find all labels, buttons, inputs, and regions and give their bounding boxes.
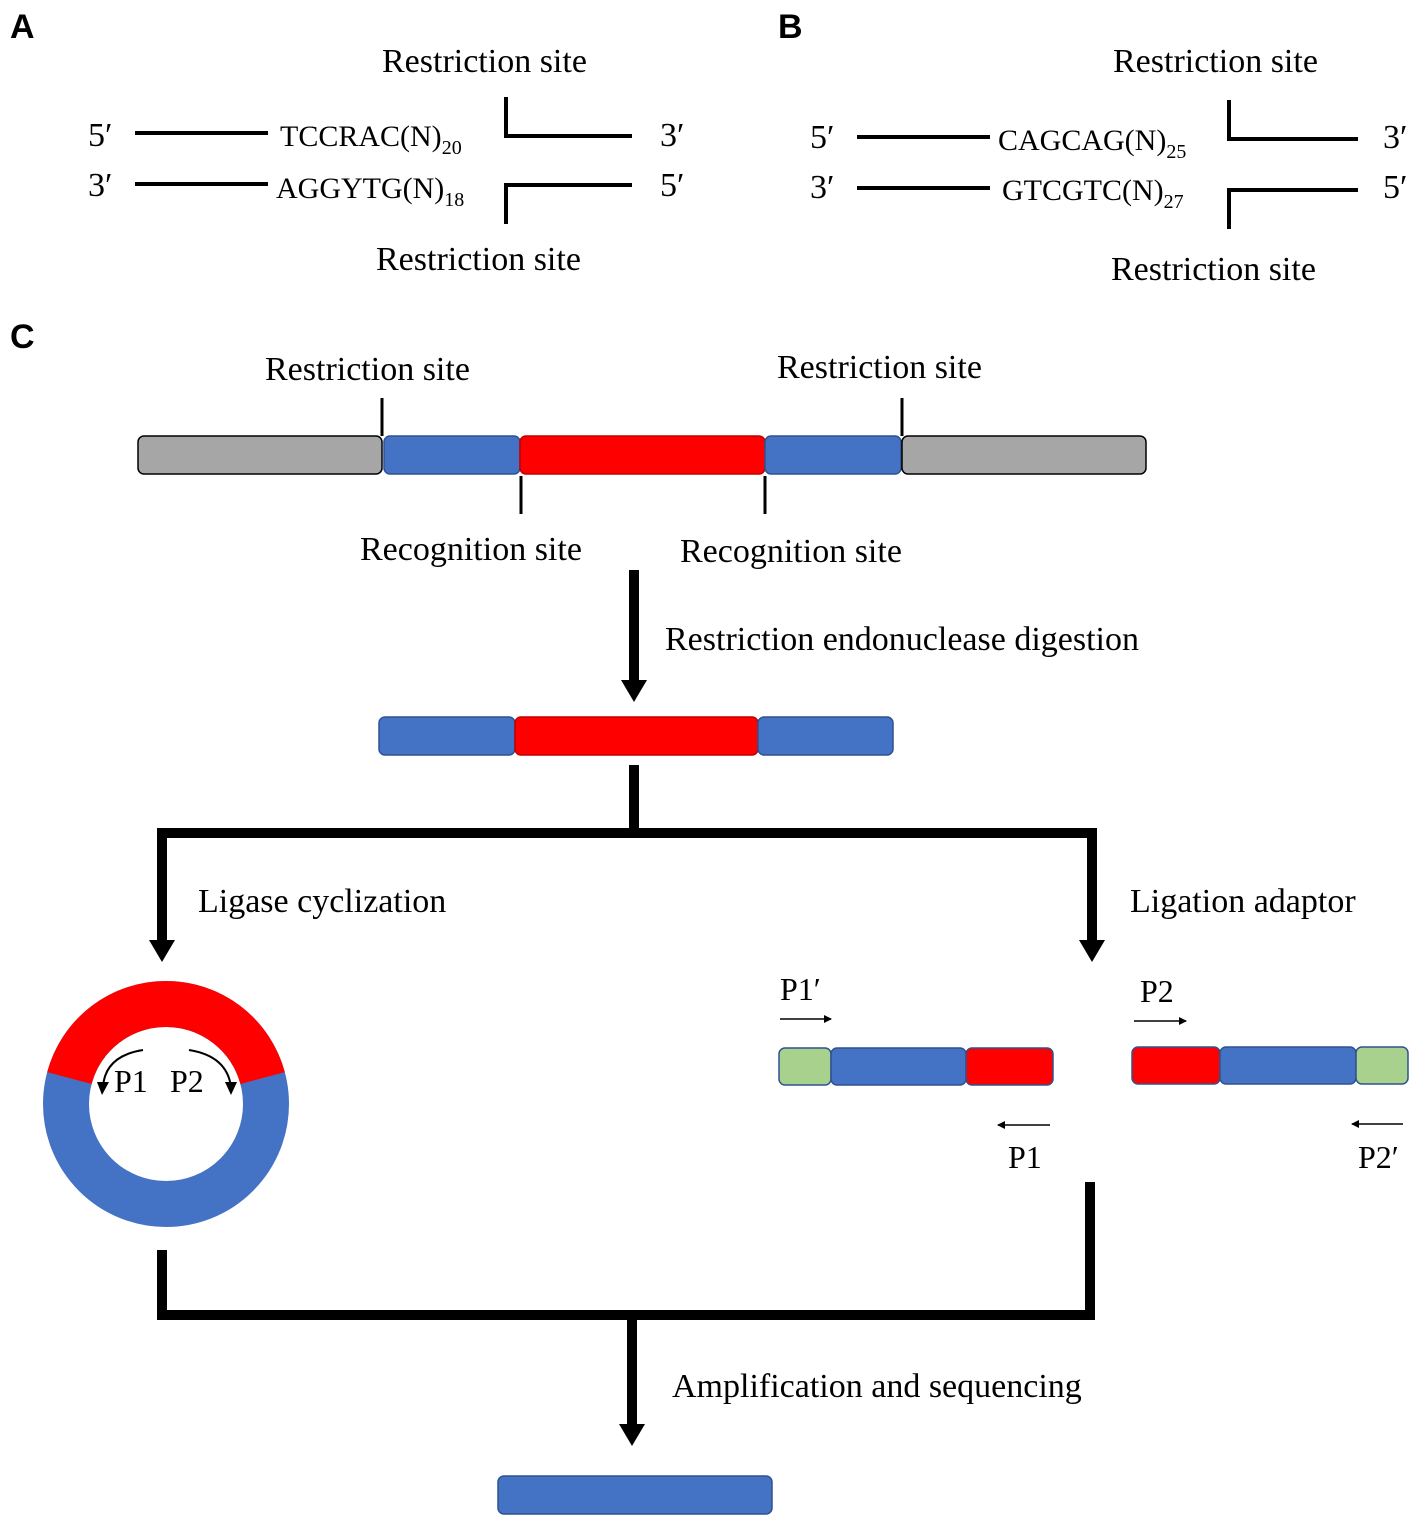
panel-a-top-3prime: 3′ bbox=[660, 117, 684, 154]
adaptor-step-label: Ligation adaptor bbox=[1130, 883, 1356, 920]
panel-b-bottom-5prime: 5′ bbox=[1383, 169, 1407, 206]
panel-b-top-3prime: 3′ bbox=[1383, 119, 1407, 156]
panel-b-bottom-3prime: 3′ bbox=[810, 169, 834, 206]
panel-c: Restriction site Restriction site Recogn… bbox=[43, 349, 1409, 1515]
panel-b-top-restriction-label: Restriction site bbox=[1113, 43, 1318, 80]
recognition-site-left-label: Recognition site bbox=[360, 531, 582, 568]
amplification-arrow-head bbox=[619, 1424, 645, 1446]
adaptor-primer-p1-prime-label: P1′ bbox=[780, 971, 821, 1007]
panel-a-top-seq: TCCRAC(N)20 bbox=[280, 120, 462, 159]
circle-primer-p1-arrowhead bbox=[97, 1082, 109, 1095]
panel-a-bottom-restriction-label: Restriction site bbox=[376, 241, 581, 278]
circle-primer-p2-arrowhead bbox=[225, 1082, 237, 1095]
adaptor-arrow-head bbox=[1079, 940, 1105, 962]
right-adaptor-segment bbox=[1355, 1046, 1409, 1085]
panel-a: Restriction site 5′ TCCRAC(N)20 3′ 3′ AG… bbox=[88, 43, 684, 278]
panel-a-top-restriction-label: Restriction site bbox=[382, 43, 587, 80]
panel-b-bottom-restriction-label: Restriction site bbox=[1111, 251, 1316, 288]
fragment-target-right bbox=[757, 716, 894, 756]
sequenced-product bbox=[497, 1475, 773, 1515]
left-adaptor-segment bbox=[778, 1047, 832, 1086]
digestion-step-label: Restriction endonuclease digestion bbox=[665, 621, 1139, 658]
panel-a-bottom-5prime: 5′ bbox=[660, 167, 684, 204]
right-recognition-segment bbox=[1131, 1046, 1221, 1085]
panel-b: Restriction site 5′ CAGCAG(N)25 3′ 3′ GT… bbox=[810, 43, 1407, 288]
flank-right-segment bbox=[901, 435, 1147, 475]
circle-primer-p2-arrow bbox=[188, 1049, 232, 1088]
circle-primer-p2-label: P2 bbox=[170, 1063, 204, 1099]
panel-a-top-5prime: 5′ bbox=[88, 117, 112, 154]
target-right-segment bbox=[764, 435, 902, 475]
adaptor-primer-p2-label: P2 bbox=[1140, 973, 1174, 1009]
panel-a-bottom-seq: AGGYTG(N)18 bbox=[276, 172, 464, 211]
cyclization-arrow-head bbox=[149, 940, 175, 962]
panel-a-bottom-3prime: 3′ bbox=[88, 167, 112, 204]
panel-a-top-cut-mark bbox=[504, 97, 632, 138]
left-target-segment bbox=[830, 1047, 967, 1086]
flank-left-segment bbox=[137, 435, 383, 475]
digestion-arrow-head bbox=[621, 680, 647, 702]
panel-label-c: C bbox=[10, 318, 35, 356]
panel-b-bottom-cut-mark bbox=[1227, 188, 1358, 229]
target-left-segment bbox=[383, 435, 521, 475]
adaptor-primer-p2-prime-label: P2′ bbox=[1358, 1139, 1399, 1175]
restriction-site-left-label: Restriction site bbox=[265, 351, 470, 388]
fragment-target-left bbox=[378, 716, 516, 756]
circular-dna-recognition-arc bbox=[47, 980, 285, 1085]
panel-b-bottom-seq: GTCGTC(N)27 bbox=[1002, 174, 1184, 213]
left-recognition-segment bbox=[965, 1047, 1054, 1086]
recognition-site-right-label: Recognition site bbox=[680, 533, 902, 570]
right-target-segment bbox=[1219, 1046, 1357, 1085]
panel-a-bottom-cut-mark bbox=[504, 183, 632, 224]
panel-b-top-cut-mark bbox=[1227, 100, 1358, 141]
circle-primer-p1-arrow bbox=[102, 1049, 144, 1088]
panel-label-b: B bbox=[778, 8, 803, 46]
circle-primer-p1-label: P1 bbox=[114, 1063, 148, 1099]
restriction-site-right-label: Restriction site bbox=[777, 349, 982, 386]
fragment-recognition bbox=[514, 716, 759, 756]
cyclization-step-label: Ligase cyclization bbox=[198, 883, 446, 920]
panel-label-a: A bbox=[10, 8, 35, 46]
amplification-step-label: Amplification and sequencing bbox=[672, 1368, 1082, 1405]
panel-b-top-seq: CAGCAG(N)25 bbox=[998, 124, 1186, 163]
recognition-segment bbox=[519, 435, 766, 475]
adaptor-primer-p1-label: P1 bbox=[1008, 1139, 1042, 1175]
panel-b-top-5prime: 5′ bbox=[810, 119, 834, 156]
